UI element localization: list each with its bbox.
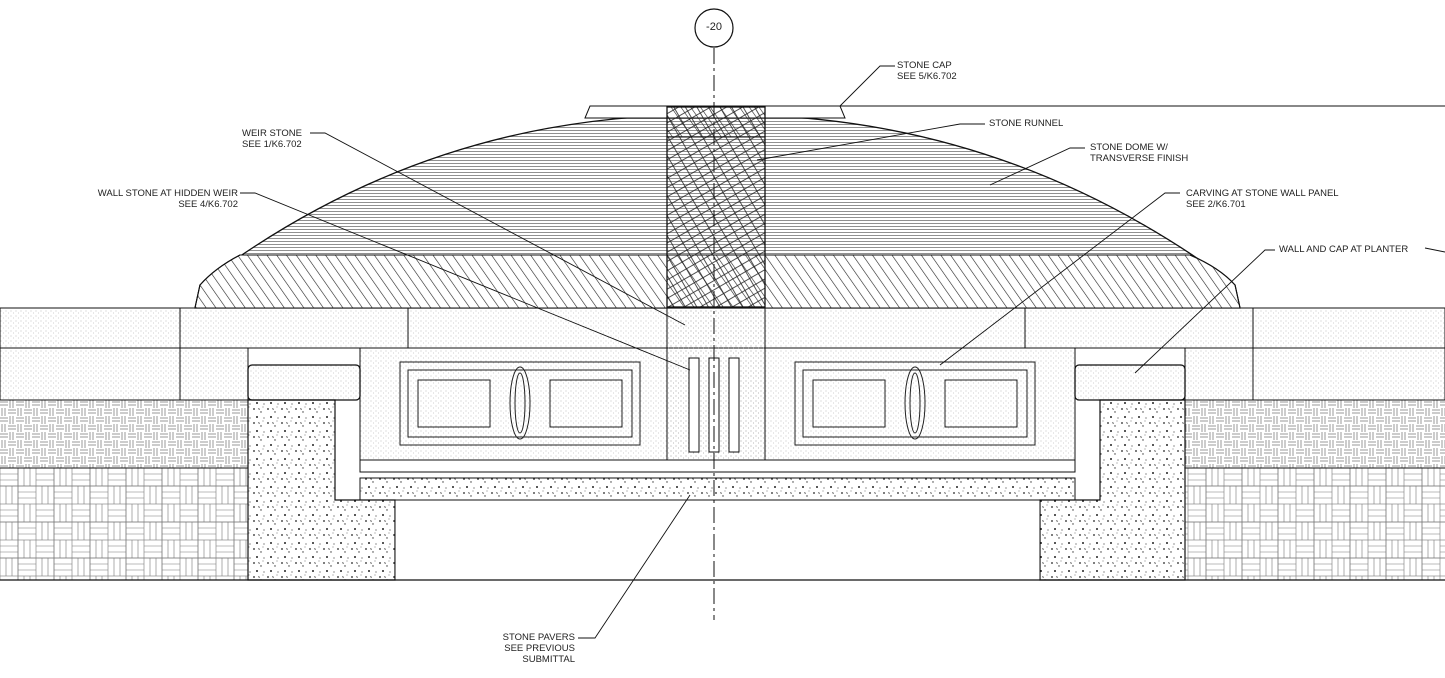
planter-cap-left [247,364,361,401]
paver-setting-bed [359,477,1076,501]
label-stone-runnel: STONE RUNNEL [989,118,1063,129]
label-carving: CARVING AT STONE WALL PANEL SEE 2/K6.701 [1186,188,1339,210]
label-line: STONE DOME W/ [1090,142,1168,153]
leader-lines [240,65,1445,639]
label-line: SEE 2/K6.701 [1186,199,1246,210]
wall-band-right [1184,347,1445,401]
planting-soil-left [0,400,248,580]
label-stone-pavers: STONE PAVERS SEE PREVIOUS SUBMITTAL [440,632,575,665]
section-marker-label: -20 [706,21,722,33]
label-line: WEIR STONE [242,128,302,139]
planter-cap-right [1074,364,1186,401]
label-line: WALL STONE AT HIDDEN WEIR [97,188,238,199]
label-line: SEE PREVIOUS [504,643,575,654]
section-marker-bubble [694,8,734,48]
label-line: STONE RUNNEL [989,118,1064,129]
label-line: CARVING AT STONE WALL PANEL [1186,188,1339,199]
planting-soil-right [1185,400,1445,580]
label-line: SEE 4/K6.702 [178,199,238,210]
label-weir-stone: WEIR STONE SEE 1/K6.702 [242,128,302,150]
void-below [394,499,1041,581]
carving-panel-right [794,361,1036,446]
label-line: SUBMITTAL [522,654,575,665]
label-line: STONE CAP [897,60,952,71]
label-line: WALL AND CAP AT PLANTER [1279,244,1409,255]
label-line: SEE 1/K6.702 [242,139,302,150]
label-wall-cap: WALL AND CAP AT PLANTER [1279,244,1408,255]
carving-panel-left [399,361,641,446]
label-line: TRANSVERSE FINISH [1090,153,1189,164]
label-wall-stone: WALL STONE AT HIDDEN WEIR SEE 4/K6.702 [60,188,238,210]
wall-band-left [0,347,249,401]
label-stone-cap: STONE CAP SEE 5/K6.702 [897,60,957,82]
stone-runnel [666,106,766,308]
stone-pavers [359,459,1076,473]
label-line: STONE PAVERS [502,632,575,643]
label-line: SEE 5/K6.702 [897,71,957,82]
label-stone-dome: STONE DOME W/ TRANSVERSE FINISH [1090,142,1188,164]
